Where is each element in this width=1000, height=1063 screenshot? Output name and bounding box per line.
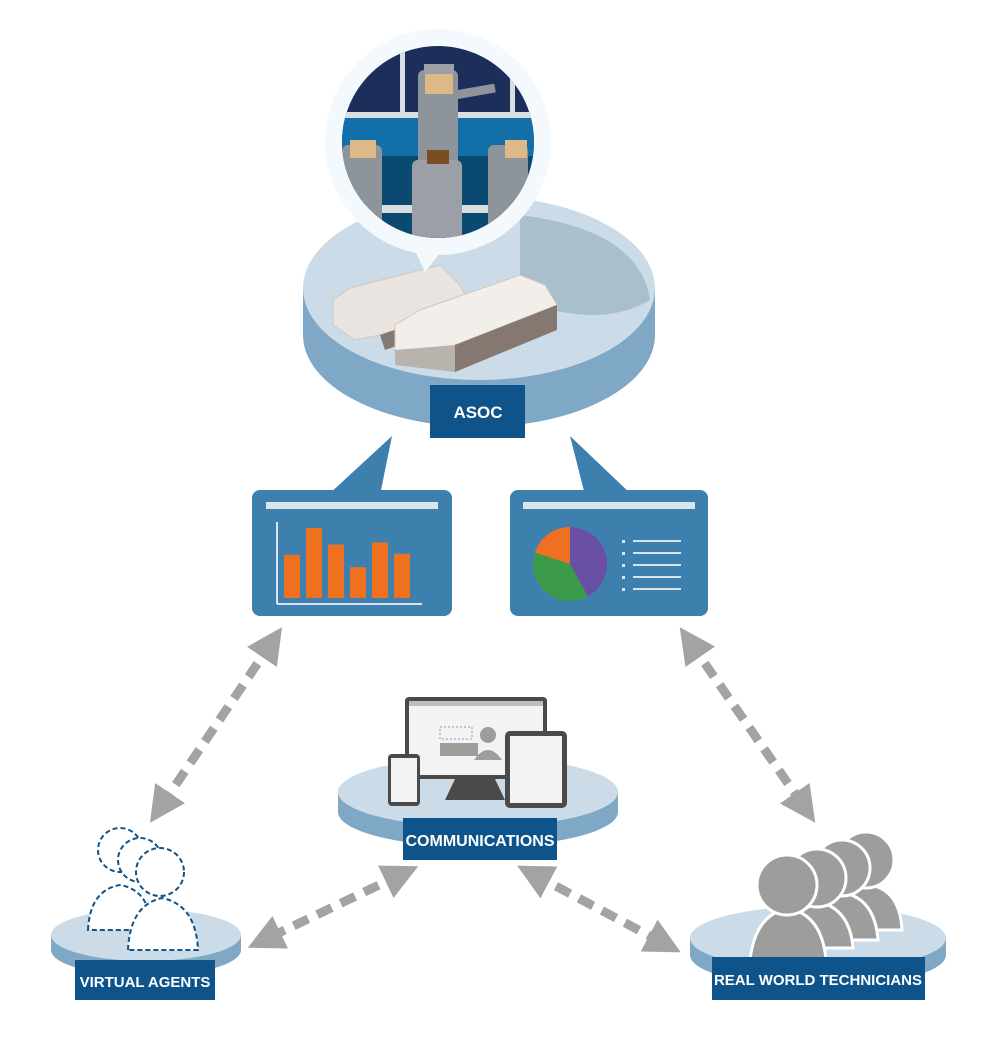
soldiers-briefing-illustration	[325, 29, 551, 272]
real-world-technicians-banner	[712, 957, 925, 1000]
list-bullet	[622, 564, 625, 567]
arrow-comms-to-virtual-agents	[247, 865, 419, 949]
legend-list-icon	[622, 540, 681, 591]
pie-chart-icon	[533, 527, 608, 601]
virtual-agent-people-icon	[86, 827, 200, 951]
asoc-banner	[430, 385, 525, 438]
virtual-agents-banner	[75, 960, 215, 1000]
list-line	[633, 552, 681, 554]
tent-buildings-icon	[332, 264, 558, 372]
bar-icon-bar	[284, 554, 300, 598]
asoc-node: ASOC	[303, 29, 655, 438]
list-bullet	[622, 576, 625, 579]
communications-banner	[403, 818, 557, 860]
pie-icon-slice	[570, 527, 608, 597]
bar-chart-icon	[284, 528, 410, 598]
bar-icon-bar	[306, 528, 322, 598]
list-line	[633, 588, 681, 590]
arrow-charts-to-virtual-agents	[149, 627, 283, 823]
virtual-agents-node: VIRTUAL AGENTS	[51, 827, 241, 1000]
bar-icon-bar	[394, 553, 410, 598]
list-bullet	[622, 588, 625, 591]
connection-arrows	[149, 627, 816, 953]
bar-chart-panel	[252, 436, 452, 616]
list-bullet	[622, 552, 625, 555]
technicians-people-icon	[748, 830, 904, 962]
virtual-agents-label: VIRTUAL AGENTS	[80, 974, 211, 991]
asoc-label: ASOC	[453, 403, 502, 422]
communications-label: COMMUNICATIONS	[405, 833, 554, 850]
list-line	[633, 564, 681, 566]
list-bullet	[622, 540, 625, 543]
bar-icon-bar	[328, 544, 344, 598]
pie-icon-slice	[533, 552, 588, 601]
arrow-comms-to-technicians	[517, 865, 681, 953]
bar-icon-bar	[372, 542, 388, 598]
devices-icon	[388, 697, 567, 808]
real-world-technicians-label: REAL WORLD TECHNICIANS	[714, 972, 922, 989]
real-world-technicians-node: REAL WORLD TECHNICIANS	[690, 830, 946, 1000]
pie-icon-slice	[534, 527, 570, 564]
arrow-pie-to-technicians	[679, 627, 816, 823]
pie-chart-panel	[510, 436, 708, 616]
communications-node: COMMUNICATIONS	[338, 697, 618, 860]
list-line	[633, 540, 681, 542]
bar-icon-bar	[350, 567, 366, 598]
list-line	[633, 576, 681, 578]
